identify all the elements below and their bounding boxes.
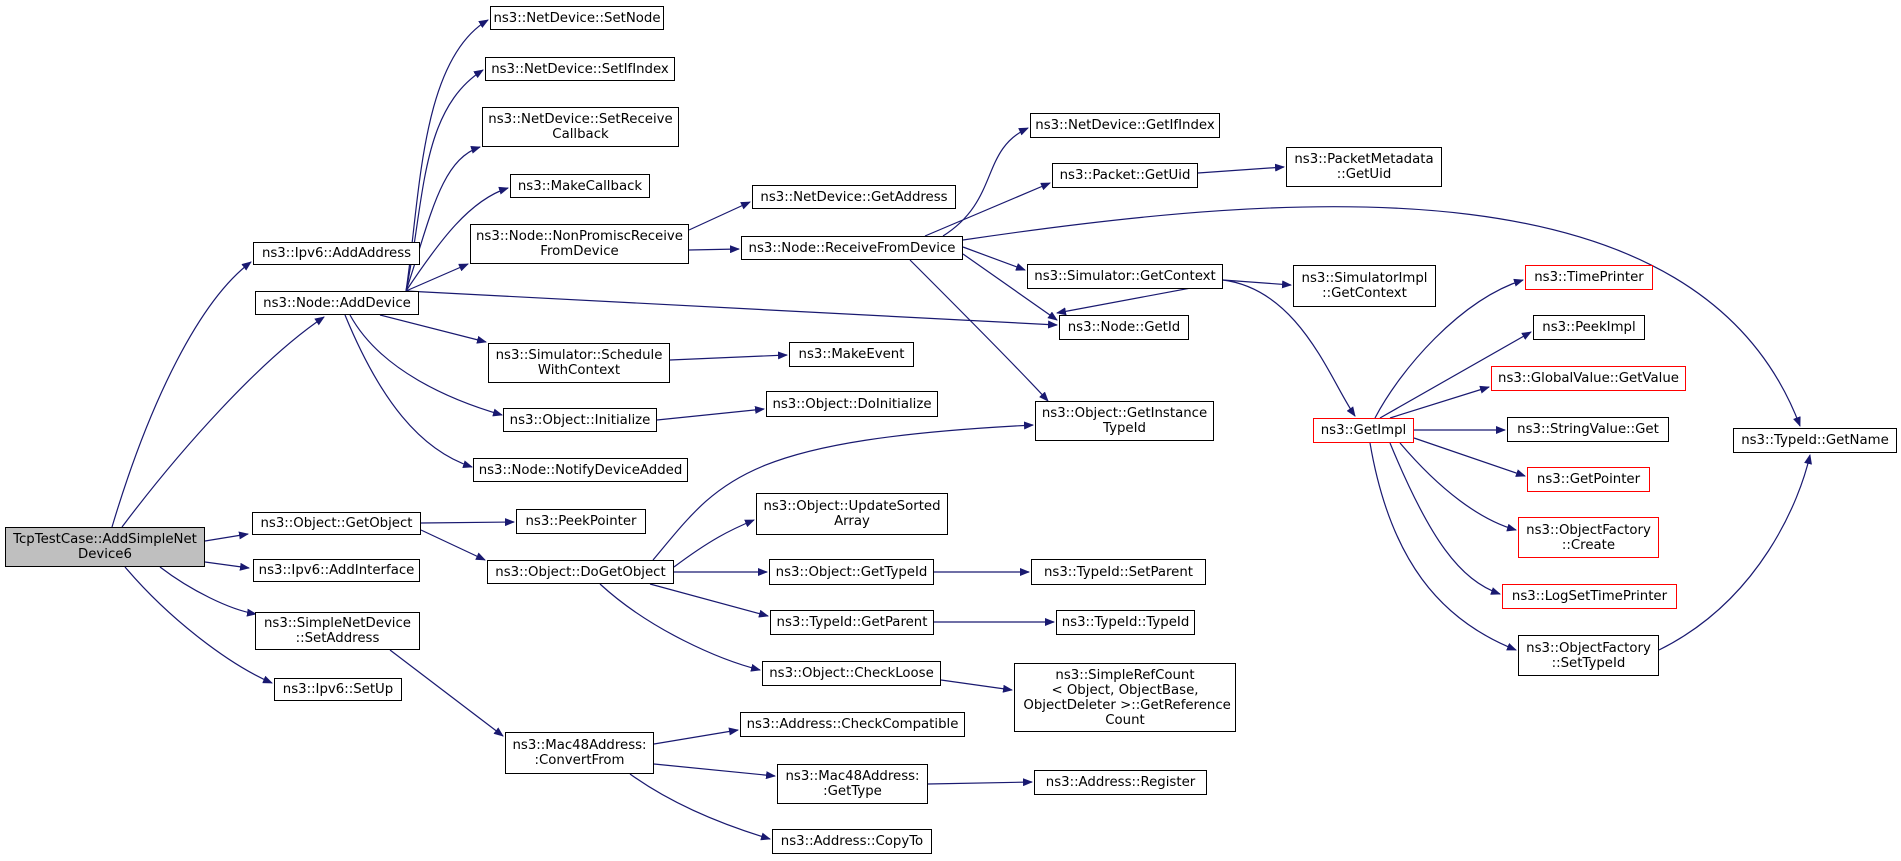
call-edge	[405, 186, 509, 292]
call-edge	[1413, 437, 1526, 477]
node-mac48address-convertfrom[interactable]: ns3::Mac48Address: :ConvertFrom	[505, 732, 654, 774]
call-edge	[1658, 454, 1812, 651]
call-edge	[924, 182, 1051, 237]
call-edge	[688, 245, 740, 254]
node-netdevice-getaddress[interactable]: ns3::NetDevice::GetAddress	[752, 185, 956, 209]
node-getpointer[interactable]: ns3::GetPointer	[1527, 467, 1650, 492]
call-edge	[1379, 331, 1532, 419]
node-globalvalue-getvalue[interactable]: ns3::GlobalValue::GetValue	[1491, 366, 1686, 391]
node-netdevice-setifindex[interactable]: ns3::NetDevice::SetIfIndex	[485, 57, 675, 81]
call-edge	[379, 314, 487, 344]
node-simulatorimpl-getcontext[interactable]: ns3::SimulatorImpl ::GetContext	[1293, 265, 1436, 307]
call-edge	[344, 314, 473, 468]
node-node-nonpromiscreceivefromdevice[interactable]: ns3::Node::NonPromiscReceive FromDevice	[470, 224, 689, 264]
node-root: TcpTestCase::AddSimpleNet Device6	[5, 527, 205, 567]
call-edge	[204, 531, 249, 542]
call-edge	[669, 351, 788, 361]
call-edge	[649, 583, 769, 618]
call-edge	[1374, 278, 1524, 419]
node-simplerefcount-getreferencecount[interactable]: ns3::SimpleRefCount < Object, ObjectBase…	[1014, 663, 1236, 732]
node-object-initialize[interactable]: ns3::Object::Initialize	[503, 408, 657, 432]
node-ipv6-addinterface[interactable]: ns3::Ipv6::AddInterface	[253, 559, 420, 582]
call-edge	[940, 679, 1013, 693]
call-edge	[1389, 442, 1501, 595]
node-objectfactory-create[interactable]: ns3::ObjectFactory ::Create	[1518, 517, 1659, 558]
call-edge	[420, 518, 515, 527]
node-getimpl[interactable]: ns3::GetImpl	[1313, 418, 1414, 443]
call-edge	[962, 246, 1026, 271]
call-edge	[962, 206, 1801, 427]
call-edge	[420, 529, 486, 561]
node-object-dogetobject[interactable]: ns3::Object::DoGetObject	[487, 560, 674, 584]
node-peekimpl[interactable]: ns3::PeekImpl	[1533, 315, 1645, 340]
node-typeid-setparent[interactable]: ns3::TypeId::SetParent	[1031, 559, 1206, 585]
call-edge	[349, 314, 503, 417]
node-typeid-getparent[interactable]: ns3::TypeId::GetParent	[770, 610, 934, 635]
call-edge	[962, 253, 1058, 321]
node-simulator-getcontext[interactable]: ns3::Simulator::GetContext	[1027, 264, 1223, 289]
call-edge	[688, 201, 751, 231]
node-node-adddevice[interactable]: ns3::Node::AddDevice	[255, 291, 419, 315]
call-edge	[405, 263, 469, 292]
node-address-register[interactable]: ns3::Address::Register	[1034, 770, 1207, 795]
call-edge	[652, 421, 1034, 561]
node-object-checkloose[interactable]: ns3::Object::CheckLoose	[762, 661, 941, 686]
call-edge	[942, 127, 1029, 237]
call-edge	[204, 561, 250, 571]
call-edge	[1369, 442, 1517, 651]
node-peekpointer[interactable]: ns3::PeekPointer	[516, 509, 646, 534]
node-object-gettypeid[interactable]: ns3::Object::GetTypeId	[769, 559, 934, 585]
call-edge	[673, 519, 755, 568]
call-edge	[405, 290, 1058, 329]
node-packetmetadata-getuid[interactable]: ns3::PacketMetadata ::GetUid	[1286, 147, 1442, 187]
node-stringvalue-get[interactable]: ns3::StringValue::Get	[1507, 417, 1669, 442]
call-edge	[1389, 385, 1490, 419]
call-edge	[1222, 279, 1292, 289]
node-netdevice-setreceivecallback[interactable]: ns3::NetDevice::SetReceive Callback	[482, 107, 679, 147]
node-ipv6-addaddress[interactable]: ns3::Ipv6::AddAddress	[253, 242, 420, 265]
call-edge	[1399, 442, 1517, 532]
node-node-notifydeviceadded[interactable]: ns3::Node::NotifyDeviceAdded	[473, 458, 688, 482]
call-edge	[121, 316, 325, 528]
node-simplenetdevice-setaddress[interactable]: ns3::SimpleNetDevice ::SetAddress	[255, 612, 420, 650]
node-ipv6-setup[interactable]: ns3::Ipv6::SetUp	[274, 678, 402, 701]
call-edge	[656, 405, 765, 421]
node-object-updatesortedarray[interactable]: ns3::Object::UpdateSorted Array	[756, 493, 948, 535]
node-object-doinitialize[interactable]: ns3::Object::DoInitialize	[766, 391, 938, 417]
call-edge	[389, 649, 504, 737]
node-node-receivefromdevice[interactable]: ns3::Node::ReceiveFromDevice	[741, 236, 963, 260]
node-object-getinstancetypeid[interactable]: ns3::Object::GetInstance TypeId	[1035, 401, 1214, 441]
node-makeevent[interactable]: ns3::MakeEvent	[789, 342, 914, 367]
call-edge	[653, 727, 739, 745]
call-edge	[599, 583, 761, 672]
node-address-copyto[interactable]: ns3::Address::CopyTo	[772, 829, 932, 854]
call-edge	[653, 763, 776, 780]
node-netdevice-setnode[interactable]: ns3::NetDevice::SetNode	[490, 6, 664, 30]
call-edge	[629, 773, 771, 841]
node-logsettimeprinter[interactable]: ns3::LogSetTimePrinter	[1502, 584, 1677, 609]
node-objectfactory-settypeid[interactable]: ns3::ObjectFactory ::SetTypeId	[1518, 635, 1659, 676]
call-edge	[111, 261, 252, 528]
call-edge	[405, 145, 481, 292]
call-edge	[1222, 279, 1356, 417]
node-mac48address-gettype[interactable]: ns3::Mac48Address: :GetType	[777, 764, 928, 804]
node-typeid-typeid[interactable]: ns3::TypeId::TypeId	[1056, 610, 1195, 635]
node-netdevice-getifindex[interactable]: ns3::NetDevice::GetIfIndex	[1030, 113, 1220, 138]
node-address-checkcompatible[interactable]: ns3::Address::CheckCompatible	[740, 712, 965, 737]
call-edge	[927, 778, 1033, 787]
call-edge	[159, 566, 257, 617]
call-edge	[909, 259, 1049, 402]
call-edge	[124, 566, 273, 684]
node-makecallback[interactable]: ns3::MakeCallback	[510, 174, 650, 198]
node-node-getid[interactable]: ns3::Node::GetId	[1059, 315, 1189, 340]
node-simulator-schedulewithcontext[interactable]: ns3::Simulator::Schedule WithContext	[488, 343, 670, 383]
node-object-getobject[interactable]: ns3::Object::GetObject	[252, 512, 421, 535]
node-packet-getuid[interactable]: ns3::Packet::GetUid	[1052, 163, 1198, 188]
node-timeprinter[interactable]: ns3::TimePrinter	[1525, 265, 1653, 290]
call-edge	[1197, 163, 1285, 174]
node-typeid-getname[interactable]: ns3::TypeId::GetName	[1733, 428, 1897, 453]
